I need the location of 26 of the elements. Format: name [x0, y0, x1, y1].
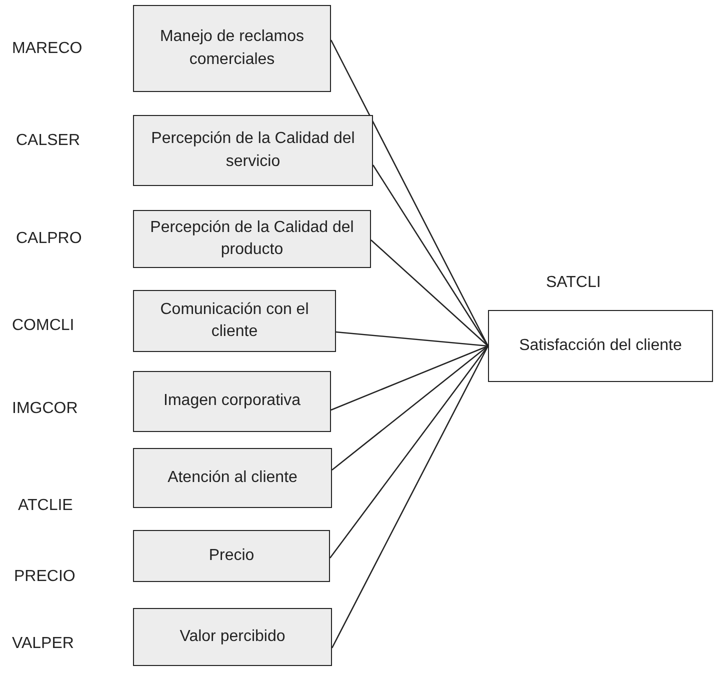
process-box: Percepción de la Calidad del servicio: [133, 115, 373, 186]
variable-code: SATCLI: [546, 274, 601, 292]
process-box: Percepción de la Calidad del producto: [133, 210, 371, 268]
variable-code: MARECO: [12, 40, 82, 58]
connector-line: [329, 346, 489, 558]
connector-line: [332, 346, 488, 470]
process-box: Imagen corporativa: [133, 371, 331, 432]
variable-code: IMGCOR: [12, 400, 78, 418]
connector-line: [330, 40, 489, 346]
variable-code: PRECIO: [14, 568, 76, 586]
connector-line: [336, 331, 488, 347]
process-box: Satisfacción del cliente: [488, 310, 713, 382]
connector-line: [370, 240, 488, 346]
variable-code: VALPER: [12, 635, 74, 653]
process-box: Manejo de reclamos comerciales: [133, 5, 331, 92]
process-box: Valor percibido: [133, 608, 332, 666]
variable-code: CALSER: [16, 132, 80, 150]
variable-code: COMCLI: [12, 317, 74, 335]
variable-code: ATCLIE: [18, 497, 73, 515]
connector-line: [331, 346, 489, 648]
connector-line: [372, 164, 489, 346]
connector-line: [330, 345, 488, 411]
process-box: Precio: [133, 530, 330, 582]
process-box: Atención al cliente: [133, 448, 332, 508]
process-box: Comunicación con el cliente: [133, 290, 336, 352]
variable-code: CALPRO: [16, 230, 82, 248]
